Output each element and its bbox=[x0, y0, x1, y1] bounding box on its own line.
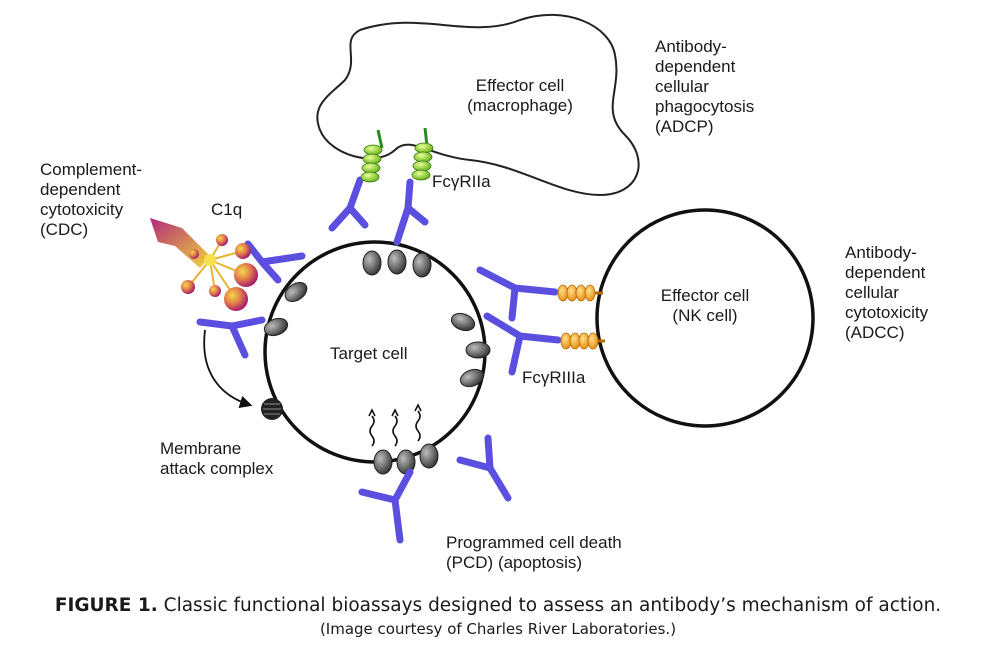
mechanism-diagram bbox=[150, 13, 815, 544]
fcgr3a-label: FcγRIIIa bbox=[522, 368, 586, 387]
fcgr3a-receptors bbox=[557, 284, 605, 350]
fcgr2a-label: FcγRIIa bbox=[432, 172, 491, 191]
nk-cell-label: Effector cell (NK cell) bbox=[660, 286, 750, 325]
macrophage-label: Effector cell (macrophage) bbox=[467, 76, 573, 115]
antibodies bbox=[196, 176, 562, 544]
c1q-label: C1q bbox=[211, 200, 243, 219]
apoptosis-signal-icon bbox=[368, 403, 422, 447]
c1q-complement-icon bbox=[181, 234, 258, 311]
pcd-label: Programmed cell death (PCD) (apoptosis) bbox=[446, 533, 622, 572]
mac-label: Membrane attack complex bbox=[160, 439, 274, 478]
mac-curved-arrow bbox=[203, 329, 253, 409]
adcp-label: Antibody- dependent cellular phagocytosi… bbox=[655, 37, 755, 136]
target-cell-label: Target cell bbox=[330, 344, 408, 363]
cdc-label: Complement- dependent cytotoxicity (CDC) bbox=[40, 160, 143, 239]
figure-number: FIGURE 1. bbox=[54, 595, 158, 616]
fcgr2a-receptors bbox=[360, 127, 434, 183]
figure-caption: FIGURE 1. Classic functional bioassays d… bbox=[0, 594, 996, 640]
macrophage-cell bbox=[316, 13, 640, 197]
target-antigens bbox=[263, 249, 491, 475]
figure-title: Classic functional bioassays designed to… bbox=[163, 595, 942, 616]
cdc-arrow-icon bbox=[150, 218, 210, 268]
figure-credit: (Image courtesy of Charles River Laborat… bbox=[319, 620, 677, 638]
membrane-attack-complex-icon bbox=[261, 398, 283, 420]
adcc-label: Antibody- dependent cellular cytotoxicit… bbox=[845, 243, 929, 342]
nk-cell bbox=[595, 208, 815, 428]
